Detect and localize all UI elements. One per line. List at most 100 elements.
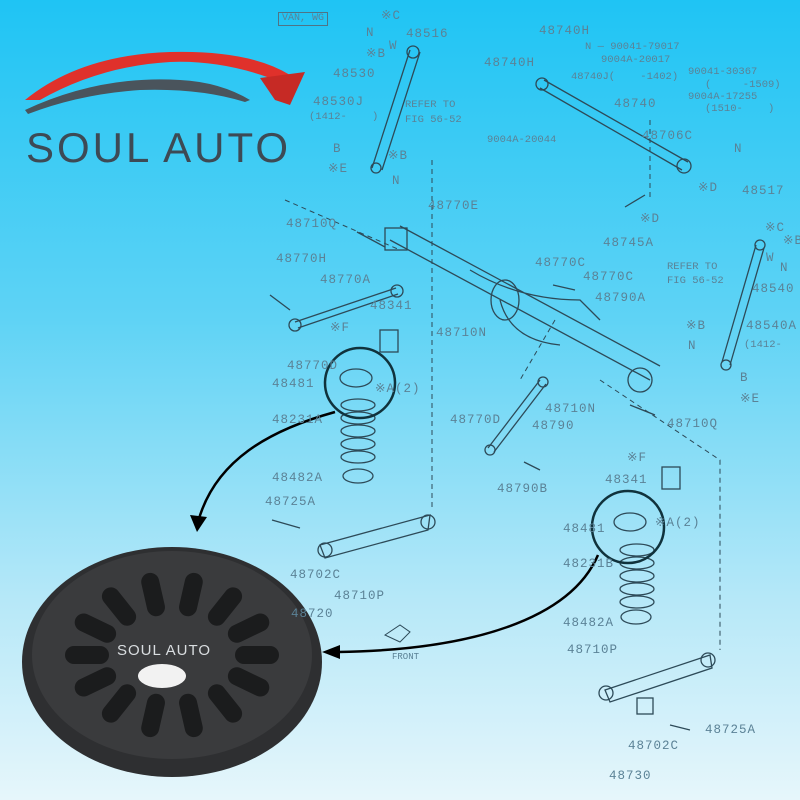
part-label: 48710N — [545, 402, 597, 416]
part-label: ※B — [686, 319, 706, 333]
arrow-right — [337, 554, 600, 654]
lateral-rod — [539, 79, 689, 171]
torsion-beam — [389, 225, 661, 381]
part-label: 48745A — [603, 236, 655, 250]
left-shock-absorber — [371, 49, 421, 171]
callout-circle-right — [590, 489, 666, 565]
part-label: ※F — [627, 451, 647, 465]
part-label: 48770C — [535, 256, 587, 270]
part-label: 48790B — [497, 482, 549, 496]
part-label: B — [740, 371, 749, 385]
part-label: ※B — [388, 149, 408, 163]
part-label: 48530J — [313, 95, 365, 109]
front-arrow-icon — [383, 624, 411, 643]
insulator-slot — [227, 667, 270, 697]
insulator-slot — [141, 693, 165, 738]
part-label: ※F — [330, 321, 350, 335]
part-label: 48540 — [752, 282, 795, 296]
car-swoosh-icon — [25, 51, 305, 114]
insulator-slot — [101, 684, 137, 723]
part-label: 48710P — [567, 643, 619, 657]
part-label: 48482A — [272, 471, 324, 485]
part-label: REFER TO — [667, 261, 718, 273]
callout-circle-left — [323, 346, 397, 420]
part-label: N — [392, 174, 401, 188]
part-label: W — [389, 39, 398, 53]
part-label: 48770H — [276, 252, 328, 266]
part-label: ※C — [381, 9, 401, 23]
part-label: ※E — [328, 162, 348, 176]
part-label: N — [366, 26, 375, 40]
part-label: 48710Q — [667, 417, 719, 431]
part-label: (1510- ) — [705, 103, 775, 115]
part-label: 48710P — [334, 589, 386, 603]
insulator-slot — [101, 587, 137, 626]
part-label: 90041-30367 — [688, 66, 758, 78]
arrow-left — [196, 410, 336, 523]
part-label: ( -1509) — [705, 79, 781, 91]
front-label: FRONT — [392, 652, 420, 662]
variant-tag: VAN, WG — [278, 12, 329, 26]
part-label: 48231A — [272, 413, 324, 427]
part-label: 48730 — [609, 769, 652, 783]
part-label: 48770D — [450, 413, 502, 427]
part-label: 48720 — [291, 607, 334, 621]
part-label: 48540A — [746, 319, 798, 333]
part-label: 48231B — [563, 557, 615, 571]
part-label: 9004A-17255 — [688, 91, 758, 103]
part-label: ※B — [366, 47, 386, 61]
part-label: ※A(2) — [375, 382, 421, 396]
part-label: 48341 — [370, 299, 413, 313]
part-label: ※E — [740, 392, 760, 406]
part-label: 48740J( -1402) — [571, 71, 679, 83]
part-label: N — [734, 142, 743, 156]
part-label: N — [780, 261, 789, 275]
insulator-slot — [74, 613, 117, 643]
part-label: 48516 — [406, 27, 449, 41]
part-label: 48770E — [428, 199, 480, 213]
product-photo-spring-insulator — [22, 547, 322, 777]
part-label: 48740H — [484, 56, 536, 70]
part-label: ※C — [765, 221, 785, 235]
insulator-slot — [179, 693, 203, 738]
part-label: 48740H — [539, 24, 591, 38]
part-label: FIG 56-52 — [667, 275, 724, 287]
part-label: ※D — [698, 181, 718, 195]
insulator-slot — [207, 587, 243, 626]
part-label: N — [688, 339, 697, 353]
part-label: 48517 — [742, 184, 785, 198]
brand-name: SOUL AUTO — [26, 124, 292, 171]
part-label: 48702C — [628, 739, 680, 753]
insulator-slot — [65, 646, 109, 664]
insulator-slot — [207, 684, 243, 723]
part-label: B — [333, 142, 342, 156]
part-label: 9004A-20017 — [601, 54, 671, 66]
spring-48231B — [619, 543, 655, 609]
upper-arm-48770A — [294, 287, 399, 329]
part-label: 48706C — [642, 129, 694, 143]
part-label: ※A(2) — [655, 516, 701, 530]
part-label: 48725A — [705, 723, 757, 737]
part-label: 48740 — [614, 97, 657, 111]
part-label: W — [766, 251, 775, 265]
part-label: REFER TO — [405, 99, 456, 111]
part-label: 48770A — [320, 273, 372, 287]
part-label: 48482A — [563, 616, 615, 630]
part-label: 48481 — [563, 522, 606, 536]
spring-48231A — [340, 398, 376, 464]
insulator-slot — [235, 646, 279, 664]
part-label: 48725A — [265, 495, 317, 509]
right-shock-absorber — [721, 244, 765, 366]
part-label: 48530 — [333, 67, 376, 81]
insulator-slot — [227, 613, 270, 643]
link-48790 — [487, 379, 547, 453]
part-label: (1412- ) — [309, 111, 379, 123]
soul-auto-logo — [20, 30, 310, 180]
part-label: 48341 — [605, 473, 648, 487]
part-label: 48790 — [532, 419, 575, 433]
part-label: N — 90041-79017 — [585, 41, 680, 53]
part-label: 48710Q — [286, 217, 338, 231]
part-label: FIG 56-52 — [405, 114, 462, 126]
insulator-slot — [74, 667, 117, 697]
